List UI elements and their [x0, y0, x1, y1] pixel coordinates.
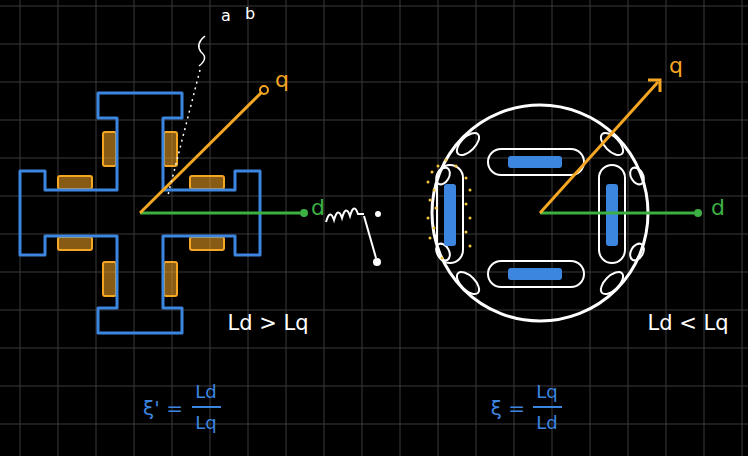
- fraction-denominator: Ld: [536, 413, 557, 433]
- saliency-ratio: ξ' =: [143, 397, 183, 419]
- fraction-numerator: Lq: [536, 382, 557, 402]
- grid-line: [476, 0, 477, 456]
- salient-pole-rotor: [20, 36, 308, 333]
- grid-line: [0, 310, 748, 311]
- grid-line: [0, 386, 748, 387]
- axis-label: q: [275, 68, 289, 92]
- grid-line: [0, 348, 748, 349]
- fraction-numerator: Ld: [195, 382, 216, 402]
- axis-label: d: [311, 196, 325, 220]
- axis-label: d: [711, 196, 725, 220]
- fraction-bar: [533, 406, 562, 408]
- sketch-note: b: [245, 5, 255, 23]
- grid-line: [58, 0, 59, 456]
- grid-line: [362, 0, 363, 456]
- grid-line: [0, 424, 748, 425]
- grid-line: [0, 120, 748, 121]
- grid-line: [248, 0, 249, 456]
- grid-line: [704, 0, 705, 456]
- interior-pm-rotor: [427, 80, 703, 321]
- grid-line: [0, 196, 748, 197]
- grid-line: [590, 0, 591, 456]
- grid-line: [324, 0, 325, 456]
- inductance-relation: Ld > Lq: [227, 312, 308, 335]
- grid-line: [96, 0, 97, 456]
- saliency-ratio: ξ =: [491, 397, 525, 419]
- grid-line: [514, 0, 515, 456]
- grid-line: [0, 82, 748, 83]
- axis-label: q: [669, 54, 683, 78]
- grid-line: [666, 0, 667, 456]
- inductance-relation: Ld < Lq: [647, 312, 728, 335]
- sketch-note: a: [221, 7, 231, 25]
- grid-line: [134, 0, 135, 456]
- grid-line: [0, 44, 748, 45]
- grid-line: [172, 0, 173, 456]
- grid-line: [628, 0, 629, 456]
- grid-line: [400, 0, 401, 456]
- grid-line: [0, 234, 748, 235]
- fraction-bar: [192, 406, 221, 408]
- grid-line: [742, 0, 743, 456]
- grid-line: [0, 6, 748, 7]
- inductor-symbol: [326, 208, 380, 265]
- fraction-denominator: Lq: [195, 413, 216, 433]
